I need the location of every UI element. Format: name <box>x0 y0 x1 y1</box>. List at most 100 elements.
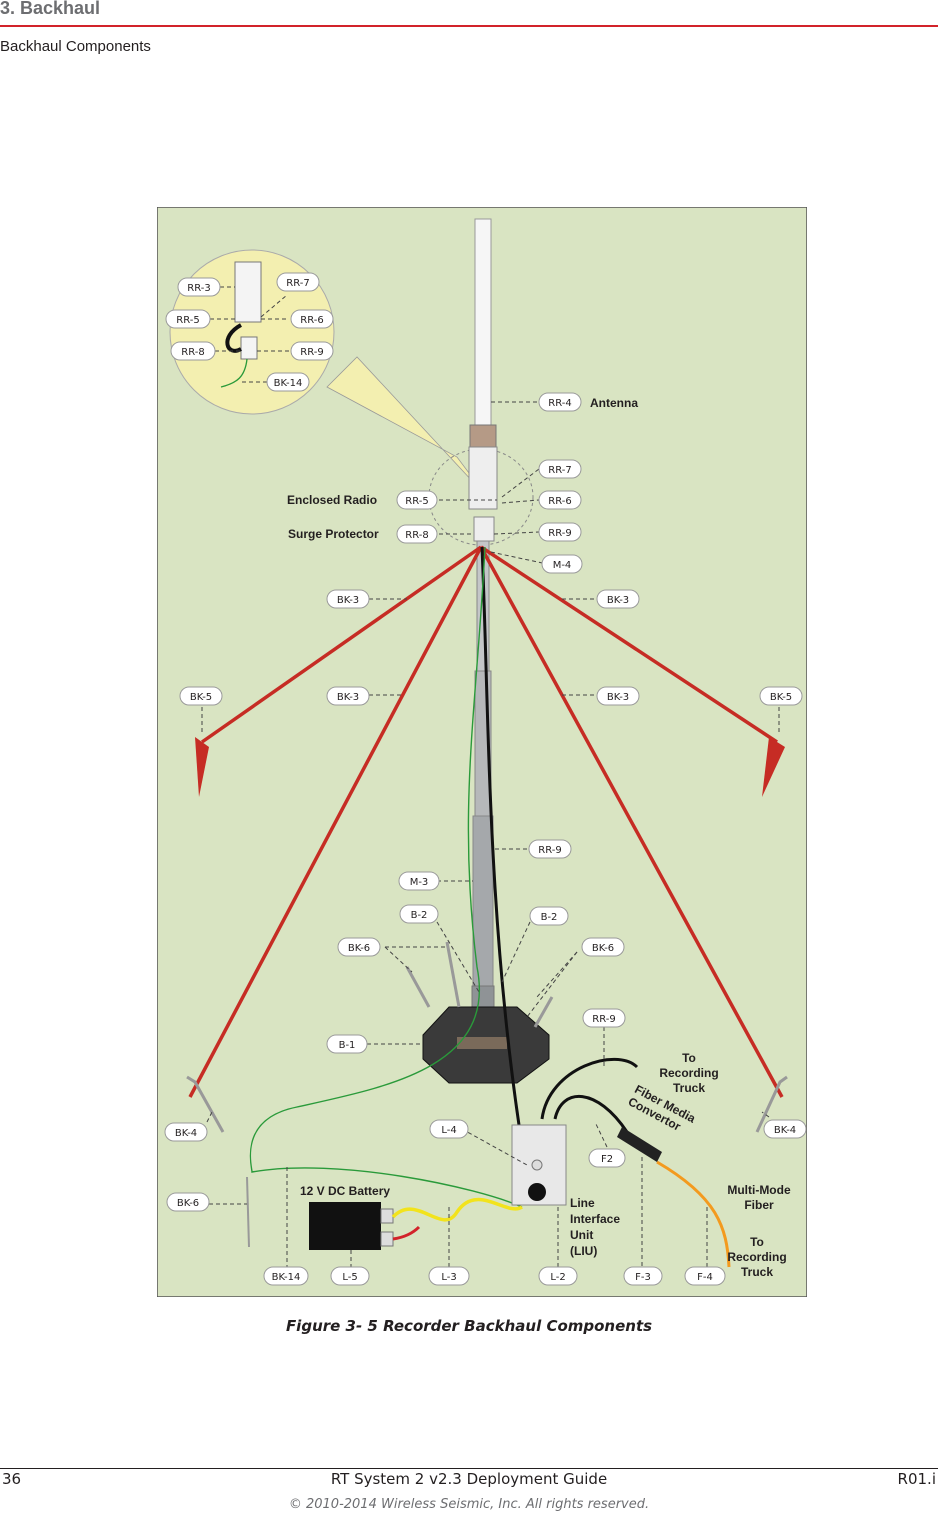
svg-text:L-2: L-2 <box>550 1272 565 1283</box>
guy-wires <box>188 545 784 1098</box>
svg-text:B-2: B-2 <box>541 912 558 923</box>
ground-wire <box>249 546 523 1208</box>
label-rr-9-mast: RR-9 <box>528 839 572 859</box>
base-brackets <box>457 1037 507 1049</box>
svg-text:BK-3: BK-3 <box>607 692 629 703</box>
svg-text:RR-3: RR-3 <box>187 283 210 294</box>
figure-caption: Figure 3- 5 Recorder Backhaul Components <box>285 1317 653 1335</box>
guy-stake-right <box>762 737 785 797</box>
svg-text:BK-14: BK-14 <box>272 1272 301 1283</box>
label-m-3: M-3 <box>398 871 440 891</box>
page-number: 36 <box>2 1470 22 1488</box>
svg-text:BK-4: BK-4 <box>175 1128 197 1139</box>
battery-terminal-top <box>380 1208 394 1224</box>
label-l-2: L-2 <box>538 1266 578 1286</box>
svg-text:F-3: F-3 <box>635 1272 651 1283</box>
label-l-3: L-3 <box>428 1266 470 1286</box>
surge-protector-label: Surge Protector <box>288 527 379 541</box>
subsection-title: Backhaul Components <box>0 38 151 55</box>
battery-label: 12 V DC Battery <box>300 1184 390 1198</box>
svg-text:RR-9: RR-9 <box>538 845 561 856</box>
liu-label-line3: Unit <box>570 1228 593 1242</box>
liu-label-line2: Interface <box>570 1212 620 1226</box>
to-recording-truck-2-line3: Truck <box>741 1265 773 1279</box>
label-bk-4-right: BK-4 <box>763 1119 807 1139</box>
footer-rule <box>0 1468 938 1469</box>
svg-text:L-5: L-5 <box>342 1272 357 1283</box>
battery-body <box>309 1202 381 1250</box>
svg-text:BK-3: BK-3 <box>337 692 359 703</box>
fiber-media-convertor <box>617 1127 662 1162</box>
antenna-mount <box>469 424 497 448</box>
svg-text:RR-4: RR-4 <box>548 398 571 409</box>
label-m-4: M-4 <box>541 554 583 574</box>
copyright: © 2010-2014 Wireless Seismic, Inc. All r… <box>288 1497 650 1512</box>
zoom-surge-body <box>240 336 258 360</box>
antenna-label: Antenna <box>590 396 638 410</box>
svg-text:RR-5: RR-5 <box>176 315 199 326</box>
label-rr-7-main: RR-7 <box>538 459 582 479</box>
zoom-radio-body <box>234 261 262 323</box>
label-rr-5-main: RR-5 <box>396 490 438 510</box>
to-recording-truck-1-line3: Truck <box>673 1081 705 1095</box>
section-title: 3. Backhaul <box>0 0 101 18</box>
leader-lines <box>201 286 780 1267</box>
svg-text:BK-6: BK-6 <box>177 1198 199 1209</box>
svg-text:BK-3: BK-3 <box>607 595 629 606</box>
backhaul-components-diagram: RR-3 RR-7 RR-5 RR-6 RR-8 RR-9 BK-14 RR-4… <box>157 207 807 1297</box>
surge-protector <box>473 516 495 542</box>
multimode-fiber-line2: Fiber <box>744 1198 774 1212</box>
svg-text:RR-8: RR-8 <box>405 530 428 541</box>
svg-text:RR-8: RR-8 <box>181 347 204 358</box>
fiber-cable-truck <box>540 1057 639 1120</box>
svg-text:RR-7: RR-7 <box>286 278 309 289</box>
enclosed-radio <box>468 446 498 510</box>
base-stake-left <box>405 966 431 1008</box>
to-recording-truck-1-line2: Recording <box>659 1066 718 1080</box>
label-rr-9: RR-9 <box>290 341 334 361</box>
enclosed-radio-label: Enclosed Radio <box>287 493 377 507</box>
label-bk-5-left: BK-5 <box>179 686 223 706</box>
ethernet-cable <box>480 546 521 1126</box>
zoom-ground-wire <box>220 358 248 388</box>
label-rr-9-main: RR-9 <box>538 522 582 542</box>
base-stake-mid <box>445 941 461 1008</box>
zoom-jumper-cable <box>225 323 243 353</box>
svg-text:L-3: L-3 <box>441 1272 456 1283</box>
label-bk-14-bottom: BK-14 <box>263 1266 309 1286</box>
header-rule <box>0 25 938 27</box>
base-stake-right <box>533 996 554 1028</box>
label-f-4: F-4 <box>684 1266 726 1286</box>
label-rr-8-main: RR-8 <box>396 524 438 544</box>
svg-text:RR-9: RR-9 <box>548 528 571 539</box>
label-rr-6-main: RR-6 <box>538 490 582 510</box>
label-b-2-left: B-2 <box>399 904 439 924</box>
svg-text:B-1: B-1 <box>339 1040 356 1051</box>
label-bk-6-right: BK-6 <box>581 937 625 957</box>
label-bk-3-upper-left: BK-3 <box>326 589 370 609</box>
to-recording-truck-1-line1: To <box>682 1051 696 1065</box>
label-bk-5-right: BK-5 <box>759 686 803 706</box>
label-rr-9-base: RR-9 <box>582 1008 626 1028</box>
label-l-4: L-4 <box>429 1119 469 1139</box>
svg-text:RR-5: RR-5 <box>405 496 428 507</box>
label-bk-14: BK-14 <box>266 372 310 392</box>
label-bk-4-left: BK-4 <box>164 1122 208 1142</box>
label-b-2-right: B-2 <box>529 906 569 926</box>
label-bk-3-lower-right: BK-3 <box>596 686 640 706</box>
svg-text:BK-4: BK-4 <box>774 1125 796 1136</box>
label-bk-6-ground: BK-6 <box>166 1192 210 1212</box>
label-rr-5: RR-5 <box>165 309 211 329</box>
liu-port <box>528 1183 546 1201</box>
label-bk-3-upper-right: BK-3 <box>596 589 640 609</box>
svg-text:BK-6: BK-6 <box>348 943 370 954</box>
svg-text:M-3: M-3 <box>410 877 429 888</box>
svg-text:BK-3: BK-3 <box>337 595 359 606</box>
label-rr-6: RR-6 <box>290 309 334 329</box>
power-cable-red <box>392 1225 421 1241</box>
label-rr-4: RR-4 <box>538 392 582 412</box>
liu-label-line1: Line <box>570 1196 595 1210</box>
svg-text:BK-6: BK-6 <box>592 943 614 954</box>
svg-text:F-4: F-4 <box>697 1272 713 1283</box>
svg-text:BK-5: BK-5 <box>770 692 792 703</box>
